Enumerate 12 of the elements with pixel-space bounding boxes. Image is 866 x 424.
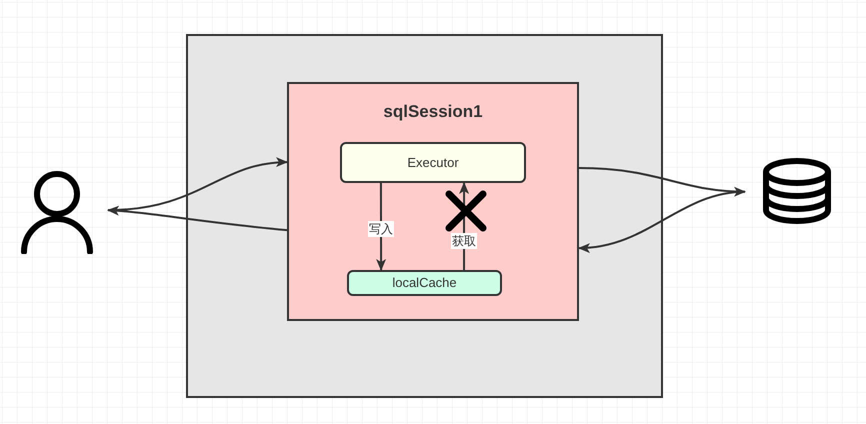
arrow — [578, 167, 746, 196]
session-box — [287, 82, 579, 321]
box-label: localCache — [392, 274, 457, 292]
edge-label: 写入 — [368, 220, 394, 236]
box-title: sqlSession1 — [383, 101, 483, 121]
arrow — [578, 190, 746, 252]
edge-label: 获取 — [451, 232, 478, 248]
container-box — [186, 34, 663, 398]
arrow — [107, 206, 288, 232]
process-box — [340, 142, 526, 183]
box-label: Executor — [407, 154, 459, 172]
cache-box — [347, 270, 502, 296]
